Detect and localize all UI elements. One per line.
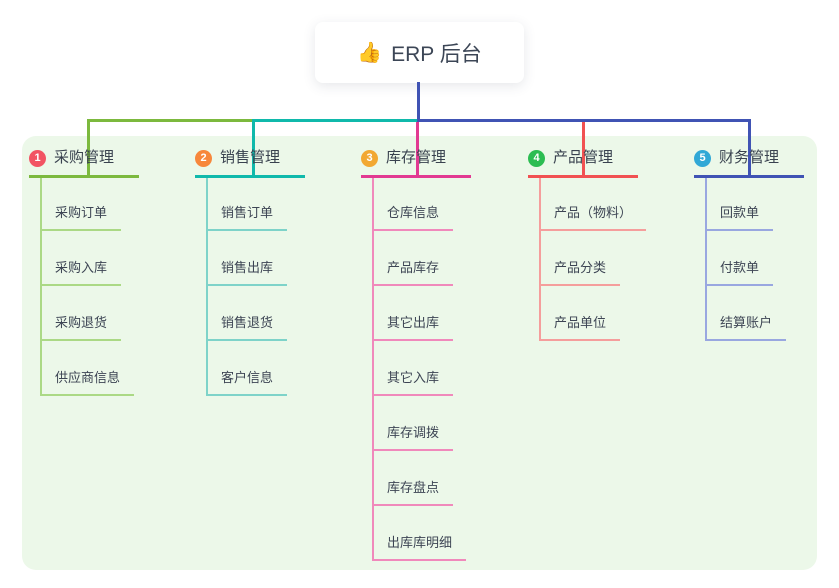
branch5-spine-line xyxy=(705,178,707,341)
bus-line-blue xyxy=(417,119,751,122)
badge-4-icon: 4 xyxy=(528,149,545,167)
child-node-purchase-return[interactable]: 采购退货 xyxy=(40,314,122,341)
branch-node-purchase[interactable]: 1 采购管理 xyxy=(29,148,139,178)
child-node-product-stock[interactable]: 产品库存 xyxy=(372,259,454,286)
child-node-purchase-order[interactable]: 采购订单 xyxy=(40,204,122,231)
branch2-spine-line xyxy=(206,178,208,396)
child-node-sales-return[interactable]: 销售退货 xyxy=(206,314,288,341)
badge-2-icon: 2 xyxy=(195,149,212,167)
child-node-stock-transfer[interactable]: 库存调拨 xyxy=(372,424,454,451)
branch-title: 库存管理 xyxy=(386,149,447,166)
child-node-stock-taking[interactable]: 库存盘点 xyxy=(372,479,454,506)
child-node-payment-slip[interactable]: 付款单 xyxy=(705,259,774,286)
branch-title: 销售管理 xyxy=(220,149,281,166)
child-node-outbound-detail[interactable]: 出库库明细 xyxy=(372,534,467,561)
branch-node-finance[interactable]: 5 财务管理 xyxy=(694,148,804,178)
child-node-other-outbound[interactable]: 其它出库 xyxy=(372,314,454,341)
branch-node-product[interactable]: 4 产品管理 xyxy=(528,148,638,178)
child-node-product-unit[interactable]: 产品单位 xyxy=(539,314,621,341)
branch5-drop-line xyxy=(748,119,751,178)
child-node-receipt-slip[interactable]: 回款单 xyxy=(705,204,774,231)
child-node-sales-order[interactable]: 销售订单 xyxy=(206,204,288,231)
branch4-spine-line xyxy=(539,178,541,341)
branch-title: 财务管理 xyxy=(719,149,780,166)
child-node-supplier-info[interactable]: 供应商信息 xyxy=(40,369,135,396)
child-node-warehouse-info[interactable]: 仓库信息 xyxy=(372,204,454,231)
badge-1-icon: 1 xyxy=(29,149,46,167)
branch1-drop-line xyxy=(87,119,90,178)
branch4-drop-line xyxy=(582,119,585,178)
bus-line-green xyxy=(87,119,254,122)
root-node-erp[interactable]: 👍 ERP 后台 xyxy=(315,22,524,83)
root-title: ERP 后台 xyxy=(391,42,482,66)
branch3-spine-line xyxy=(372,178,374,561)
branch-title: 采购管理 xyxy=(54,149,115,166)
badge-5-icon: 5 xyxy=(694,149,711,167)
child-node-product-category[interactable]: 产品分类 xyxy=(539,259,621,286)
branch3-drop-line xyxy=(416,119,419,178)
root-connector-line xyxy=(417,82,420,119)
child-node-product-material[interactable]: 产品（物料） xyxy=(539,204,647,231)
bus-line-teal xyxy=(252,119,419,122)
branch2-drop-line xyxy=(252,119,255,178)
child-node-purchase-inbound[interactable]: 采购入库 xyxy=(40,259,122,286)
branches-panel xyxy=(22,136,817,570)
child-node-sales-outbound[interactable]: 销售出库 xyxy=(206,259,288,286)
branch1-spine-line xyxy=(40,178,42,396)
badge-3-icon: 3 xyxy=(361,149,378,167)
child-node-settlement-account[interactable]: 结算账户 xyxy=(705,314,787,341)
child-node-customer-info[interactable]: 客户信息 xyxy=(206,369,288,396)
child-node-other-inbound[interactable]: 其它入库 xyxy=(372,369,454,396)
branch-node-sales[interactable]: 2 销售管理 xyxy=(195,148,305,178)
branch-node-inventory[interactable]: 3 库存管理 xyxy=(361,148,471,178)
branch-title: 产品管理 xyxy=(553,149,614,166)
thumbs-up-icon: 👍 xyxy=(357,41,383,64)
